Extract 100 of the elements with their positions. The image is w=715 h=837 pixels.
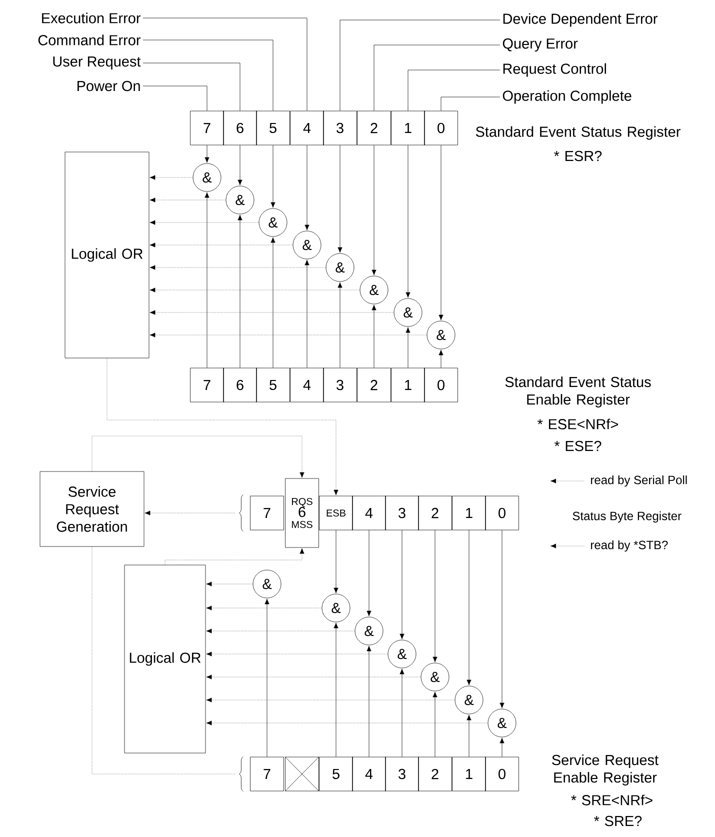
event-label: Execution Error bbox=[42, 12, 141, 24]
arrow bbox=[150, 198, 226, 202]
arrow bbox=[238, 214, 242, 368]
arrow bbox=[204, 192, 210, 368]
event-label: User Request bbox=[53, 56, 141, 70]
logic-box: Logical OR bbox=[64, 152, 150, 358]
register-cell: 1 bbox=[452, 496, 486, 530]
register-cell: 1 bbox=[452, 756, 486, 792]
register-cell: 6 bbox=[223, 368, 257, 402]
register-cell: 7 bbox=[190, 110, 224, 146]
register-cell: 4 bbox=[290, 110, 324, 146]
and-gate: & bbox=[388, 640, 416, 668]
event-label: Query Error bbox=[502, 38, 578, 52]
register-cell: 5 bbox=[256, 368, 290, 402]
register-cell: 3 bbox=[385, 756, 419, 792]
register-cell: 2 bbox=[418, 756, 452, 792]
event-label: Request Control bbox=[503, 63, 606, 77]
register-cell: 3 bbox=[323, 368, 357, 402]
leader-line bbox=[440, 96, 500, 111]
register-caption: Standard Event Status Enable Register bbox=[505, 376, 651, 408]
register-cell: 5 bbox=[319, 756, 353, 792]
register-caption: Service Request Enable Register bbox=[552, 754, 658, 786]
arrow bbox=[366, 530, 372, 616]
register-cell: 7 bbox=[190, 368, 224, 402]
arrow bbox=[150, 265, 326, 270]
register-caption: * SRE<NRf> bbox=[571, 794, 652, 806]
event-label: Device Dependent Error bbox=[503, 13, 658, 27]
register-cell: 2 bbox=[418, 496, 452, 530]
arrow bbox=[106, 358, 338, 496]
arrow bbox=[400, 530, 404, 640]
arrow bbox=[238, 145, 242, 186]
arrow bbox=[466, 530, 472, 686]
arrow bbox=[372, 145, 376, 276]
register-cell: 1 bbox=[391, 368, 425, 402]
event-label: Power On bbox=[78, 80, 140, 92]
arrow bbox=[500, 530, 504, 708]
register-cell: 7 bbox=[250, 756, 284, 792]
leader-line bbox=[142, 62, 240, 111]
arrow bbox=[206, 582, 253, 586]
arrow bbox=[264, 598, 270, 757]
process-box: Service Request Generation bbox=[40, 471, 144, 547]
arrow bbox=[366, 646, 372, 757]
arrow bbox=[150, 175, 193, 180]
connector-line bbox=[92, 546, 235, 774]
and-gate: & bbox=[252, 570, 282, 598]
register-cell: 7 bbox=[250, 496, 284, 530]
crossed-cell bbox=[284, 756, 320, 792]
brace bbox=[239, 756, 244, 792]
register-caption: * ESE<NRf> bbox=[538, 418, 618, 430]
arrow bbox=[92, 436, 304, 478]
leader-line bbox=[374, 44, 500, 111]
arrow bbox=[164, 548, 304, 565]
arrow bbox=[304, 145, 310, 230]
and-gate: & bbox=[354, 616, 384, 646]
logic-box: Logical OR bbox=[124, 564, 206, 754]
register-cell: 4 bbox=[352, 756, 386, 792]
register-cell: 2 bbox=[357, 110, 391, 146]
register-caption: Status Byte Register bbox=[572, 511, 682, 523]
and-gate: & bbox=[326, 253, 354, 282]
and-gate: & bbox=[488, 708, 516, 738]
arrow bbox=[150, 288, 360, 292]
arrow bbox=[438, 145, 444, 320]
arrow bbox=[304, 260, 310, 368]
arrow bbox=[204, 145, 210, 163]
register-cell: 3 bbox=[323, 110, 357, 146]
and-gate: & bbox=[226, 186, 254, 214]
leader-line bbox=[142, 86, 208, 111]
leader-line bbox=[340, 20, 500, 111]
register-cell: 4 bbox=[290, 368, 324, 402]
arrow bbox=[150, 310, 394, 315]
leader-line bbox=[142, 40, 274, 111]
arrow bbox=[432, 530, 438, 662]
and-gate: & bbox=[258, 208, 288, 237]
arrow bbox=[500, 738, 504, 757]
register-cell: 0 bbox=[485, 756, 519, 792]
leader-line bbox=[408, 70, 500, 111]
arrow bbox=[372, 304, 376, 368]
arrow bbox=[270, 237, 276, 368]
note-label: read by *STB? bbox=[591, 540, 668, 552]
register-cell: 0 bbox=[424, 110, 458, 146]
arrow bbox=[432, 692, 438, 757]
register-cell: 3 bbox=[385, 496, 419, 530]
arrow bbox=[206, 720, 488, 726]
arrow bbox=[150, 220, 259, 225]
and-gate: & bbox=[360, 276, 388, 304]
arrow bbox=[406, 145, 410, 298]
register-cell: 2 bbox=[357, 368, 391, 402]
arrow bbox=[206, 698, 455, 702]
arrow bbox=[150, 242, 293, 248]
arrow bbox=[206, 606, 322, 610]
register-cell: 6 bbox=[223, 110, 257, 146]
and-gate: & bbox=[322, 594, 350, 622]
register-cell: 0 bbox=[424, 368, 458, 402]
arrow bbox=[338, 282, 342, 368]
arrow bbox=[144, 510, 235, 516]
arrow bbox=[206, 628, 355, 634]
arrow bbox=[334, 530, 338, 594]
register-cell: 4 bbox=[352, 496, 386, 530]
brace bbox=[239, 494, 244, 532]
arrow bbox=[338, 145, 342, 253]
